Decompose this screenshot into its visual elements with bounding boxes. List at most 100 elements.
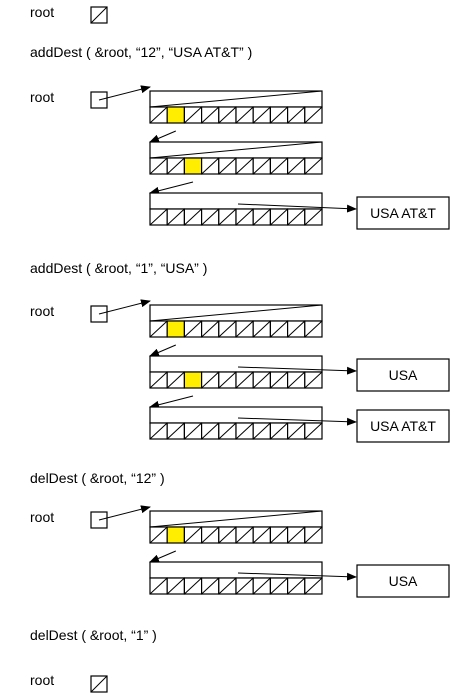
trie-state-2: USA USA AT&T — [90, 299, 450, 443]
null-slash — [235, 577, 254, 595]
node-value-field — [149, 406, 323, 424]
null-slash — [184, 526, 202, 544]
null-slash — [235, 371, 254, 389]
value-arrow — [237, 366, 357, 375]
value-text: USA — [389, 367, 418, 383]
null-slash — [270, 320, 288, 338]
child-pointer-cell-active — [166, 320, 185, 338]
null-slash — [184, 106, 202, 124]
null-slash — [252, 208, 271, 226]
null-slash — [252, 106, 271, 124]
null-slash — [218, 371, 237, 389]
null-slash — [287, 208, 306, 226]
null-slash — [287, 371, 306, 389]
null-slash — [235, 422, 254, 440]
null-slash — [287, 157, 306, 175]
step-delDest-1: delDest ( &root, “1” ) — [30, 627, 157, 643]
root-label: root — [30, 89, 54, 105]
null-value-slash — [149, 141, 323, 159]
null-slash — [201, 577, 220, 595]
root-arrow — [98, 85, 151, 101]
root-null-pointer — [90, 675, 108, 693]
value-arrow — [237, 417, 357, 426]
null-slash — [252, 577, 271, 595]
null-slash — [304, 526, 323, 544]
null-slash — [252, 320, 271, 338]
null-slash — [166, 208, 185, 226]
null-slash — [304, 106, 323, 124]
null-slash — [270, 371, 288, 389]
null-value-slash — [149, 510, 323, 528]
null-slash — [218, 577, 237, 595]
null-slash — [149, 208, 168, 226]
value-box — [356, 358, 450, 392]
null-slash — [166, 422, 185, 440]
null-slash — [304, 371, 323, 389]
trie-node-root — [149, 304, 323, 338]
null-slash — [270, 577, 288, 595]
null-slash — [184, 208, 202, 226]
null-slash — [201, 422, 220, 440]
child-arrow — [149, 130, 176, 143]
null-slash — [235, 320, 254, 338]
null-slash — [218, 157, 237, 175]
value-text: USA AT&T — [370, 418, 436, 434]
trie-state-3: USA — [90, 505, 450, 598]
child-pointer-cell-active — [166, 106, 185, 124]
null-slash — [166, 577, 185, 595]
null-slash — [252, 422, 271, 440]
null-slash — [287, 320, 306, 338]
child-arrow — [149, 550, 176, 563]
null-slash — [235, 106, 254, 124]
null-slash — [270, 157, 288, 175]
null-slash — [149, 371, 168, 389]
null-slash — [201, 320, 220, 338]
null-slash — [166, 157, 185, 175]
null-slash — [149, 526, 168, 544]
trie-node-1 — [149, 561, 323, 595]
null-slash — [218, 106, 237, 124]
child-arrow — [149, 181, 194, 195]
root-label: root — [30, 303, 54, 319]
value-arrow — [237, 572, 357, 581]
null-slash — [184, 422, 202, 440]
null-slash — [235, 157, 254, 175]
null-slash — [218, 422, 237, 440]
null-value-slash — [149, 90, 323, 108]
null-slash — [304, 577, 323, 595]
null-slash — [252, 157, 271, 175]
child-pointer-cell-active — [183, 371, 203, 389]
child-arrow — [149, 344, 176, 357]
node-value-field — [149, 561, 323, 579]
root-label: root — [30, 672, 54, 688]
root-null-pointer — [90, 6, 108, 24]
step-delDest-12: delDest ( &root, “12” ) — [30, 470, 165, 486]
null-slash — [201, 157, 220, 175]
null-slash — [304, 208, 323, 226]
child-pointer-cell-active — [166, 526, 185, 544]
null-slash — [287, 106, 306, 124]
null-slash — [270, 208, 288, 226]
null-slash — [270, 106, 288, 124]
null-slash — [201, 106, 220, 124]
value-box — [356, 196, 450, 230]
trie-node-12 — [149, 406, 323, 440]
null-slash — [149, 157, 168, 175]
trie-node-root — [149, 90, 323, 124]
null-slash — [252, 371, 271, 389]
null-value-slash — [149, 304, 323, 322]
value-box — [356, 409, 450, 443]
null-slash — [218, 320, 237, 338]
step-addDest-12: addDest ( &root, “12”, “USA AT&T” ) — [30, 44, 252, 60]
root-label: root — [30, 4, 54, 20]
null-slash — [149, 320, 168, 338]
null-slash — [287, 577, 306, 595]
null-slash — [218, 526, 237, 544]
root-arrow — [98, 299, 151, 315]
null-slash — [184, 320, 202, 338]
child-pointer-cell-active — [183, 157, 203, 175]
null-slash — [287, 526, 306, 544]
null-slash — [235, 526, 254, 544]
value-arrow — [237, 203, 357, 213]
